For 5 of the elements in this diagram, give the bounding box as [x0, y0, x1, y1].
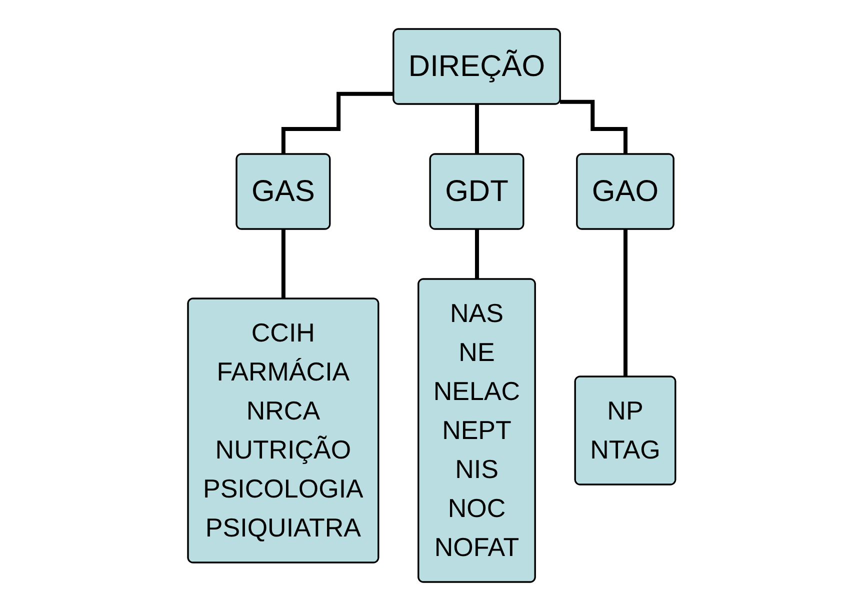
- connector: [475, 227, 480, 281]
- connector: [624, 227, 628, 378]
- connector: [475, 102, 480, 156]
- connector: [282, 227, 286, 300]
- connector: [282, 91, 394, 156]
